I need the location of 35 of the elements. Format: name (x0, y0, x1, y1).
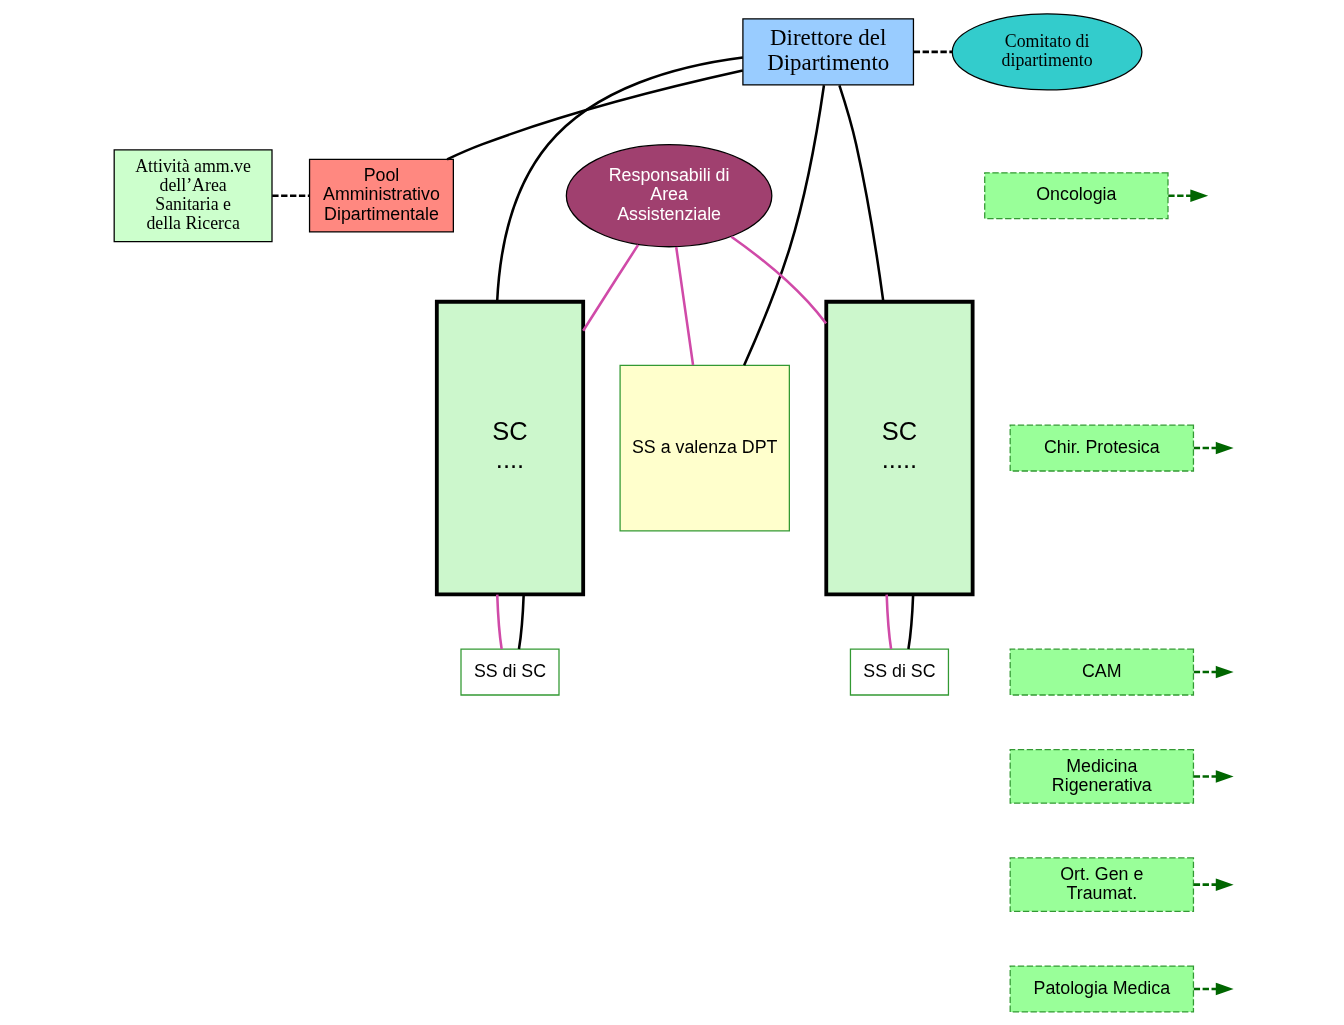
connector (906, 594, 914, 649)
connector (837, 84, 885, 302)
connector (581, 243, 639, 331)
node-ellipse: Responsabili di Area Assistenziale (565, 143, 772, 247)
node-box: Attività amm.ve dell’Area Sanitaria e della Ricerca (113, 148, 273, 242)
node-box: SS di SC (459, 648, 560, 696)
connector (913, 50, 952, 53)
arrow (1193, 982, 1234, 995)
connector (517, 594, 525, 649)
connector (742, 84, 825, 366)
connector (674, 246, 694, 365)
connector (730, 235, 827, 324)
node-box: Pool Amministrativo Dipartimentale (308, 158, 454, 233)
node-box: SS di SC (849, 648, 949, 696)
arrow (1193, 877, 1234, 891)
node-box: Medicina Rigenerativa (1009, 748, 1194, 804)
arrow (1167, 188, 1208, 202)
node-box: Ort. Gen e Traumat. (1009, 856, 1194, 912)
connector (884, 594, 892, 649)
arrow (1193, 769, 1234, 783)
node-box: SC ..... (823, 299, 975, 596)
connector (271, 193, 309, 197)
node-box: SC .... (434, 299, 585, 596)
node-box: Oncologia (983, 171, 1169, 219)
arrow (1193, 441, 1234, 454)
node-box: Direttore del Dipartimento (741, 17, 914, 86)
connector (495, 594, 503, 649)
node-box: Patologia Medica (1009, 964, 1194, 1013)
node-ellipse: Comitato di dipartimento (951, 12, 1143, 91)
node-box: CAM (1009, 648, 1194, 696)
arrow (1193, 665, 1234, 678)
node-box: Chir. Protesica (1009, 424, 1194, 472)
connector (495, 55, 743, 302)
connector (446, 68, 743, 161)
node-box: SS a valenza DPT (618, 364, 790, 531)
